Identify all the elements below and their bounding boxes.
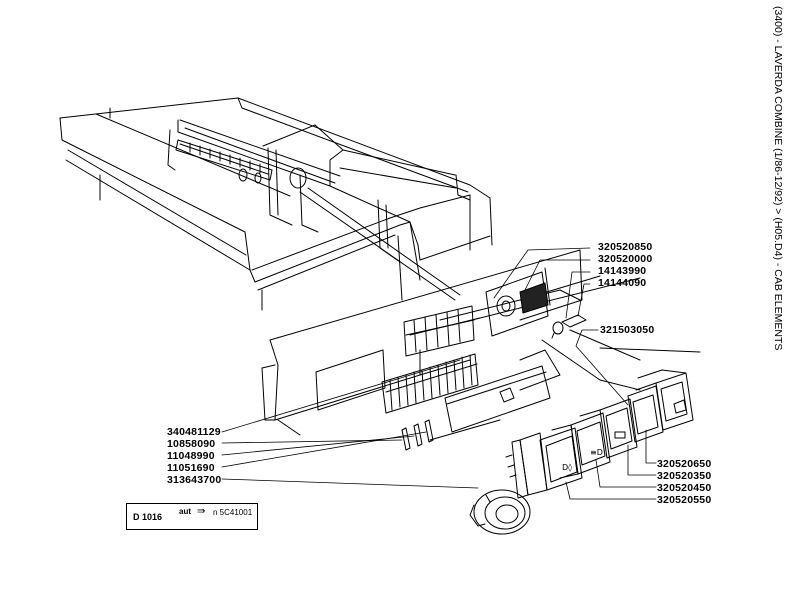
cigarette-lighter [469, 489, 531, 535]
reference-aut: aut [179, 507, 191, 516]
reference-box: D 1016 aut ⇛ n 5C41001 [126, 503, 258, 530]
reference-serial: n 5C41001 [213, 508, 253, 517]
page-title: (3400) - LAVERDA COMBINE (1/86-12/92) > … [772, 6, 784, 351]
terminal-pins [401, 419, 434, 451]
reference-code: D 1016 [133, 512, 163, 522]
part-number-label: 320520650 [657, 458, 712, 470]
part-number-label: 11051690 [167, 462, 215, 474]
fuse-strip [175, 139, 273, 184]
part-number-label: 340481129 [167, 426, 221, 438]
support-strut-edge [307, 187, 461, 296]
part-number-label: 313643700 [167, 474, 222, 486]
part-number-label: 14143990 [598, 265, 647, 277]
part-number-label: 320520850 [598, 241, 653, 253]
part-number-label: 14144090 [598, 277, 647, 289]
support-strut [299, 191, 456, 301]
rocker-switch-5 [635, 369, 694, 431]
part-number-label: 320520350 [657, 470, 712, 482]
double-arrow-icon: ⇛ [197, 506, 206, 517]
upper-console-outline [59, 97, 493, 311]
fuse-cover [444, 365, 551, 433]
switch-symbol-icon: ≡D [590, 448, 603, 457]
part-number-label: 320520550 [657, 494, 712, 506]
lighter-housing [485, 271, 549, 337]
rocker-switch-3 [579, 398, 638, 459]
part-number-label: 321503050 [600, 324, 655, 336]
indicator-bulb [551, 314, 587, 339]
part-number-label: 320520000 [598, 253, 653, 265]
part-number-label: 10858090 [167, 438, 216, 450]
leader-lines [221, 247, 657, 500]
rocker-switch-row [403, 305, 475, 357]
part-number-label: 11048990 [167, 450, 215, 462]
part-number-label: 320520450 [657, 482, 712, 494]
rocker-switch-2 [551, 412, 611, 479]
rocker-switch-4 [627, 385, 664, 443]
fuse-block [381, 353, 479, 414]
switch-symbol-icon [673, 399, 687, 414]
switch-symbol-icon: D◊ [562, 463, 572, 472]
rocker-switch-1 [505, 427, 583, 499]
switch-symbol-icon [614, 431, 626, 439]
